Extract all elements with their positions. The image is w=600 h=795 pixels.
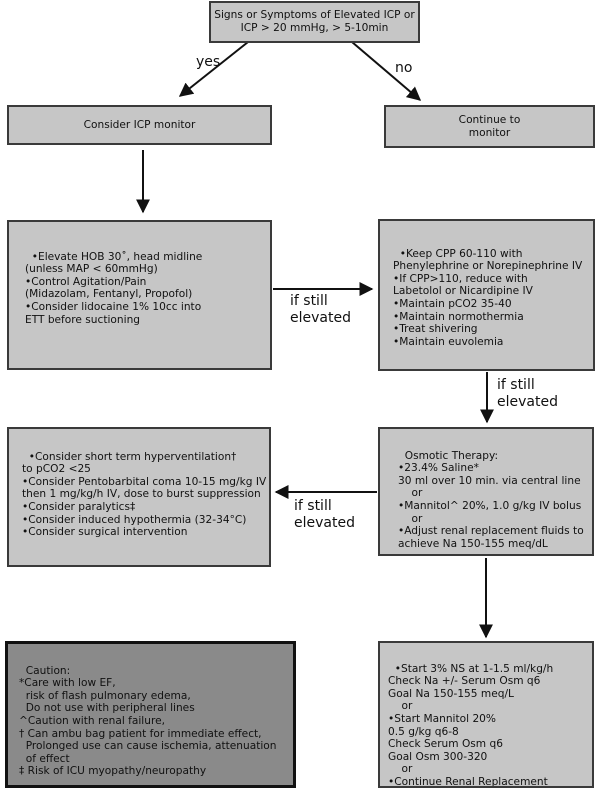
tier1-left-box: •Elevate HOB 30˚, head midline (unless M… [7,220,272,370]
if-still-elevated-label-3: if still elevated [294,498,355,531]
yes-label: yes [196,54,221,70]
maintenance-text: •Start 3% NS at 1-1.5 ml/kg/h Check Na +… [388,662,554,788]
tier1-left-text: •Elevate HOB 30˚, head midline (unless M… [25,250,203,326]
consider-icp-monitor-text: Consider ICP monitor [83,118,196,131]
maintenance-box: •Start 3% NS at 1-1.5 ml/kg/h Check Na +… [378,641,594,788]
tier1-right-box: •Keep CPP 60-110 with Phenylephrine or N… [378,219,595,371]
continue-to-monitor-text: Continue to monitor [458,113,521,139]
if-still-elevated-label-2: if still elevated [497,377,558,410]
start-box: Signs or Symptoms of Elevated ICP or ICP… [209,1,420,43]
continue-to-monitor-box: Continue to monitor [384,105,595,148]
start-text: Signs or Symptoms of Elevated ICP or ICP… [214,9,415,34]
caution-box: Caution: *Care with low EF, risk of flas… [5,641,296,788]
arrow-yes [178,41,249,97]
caution-text: Caution: *Care with low EF, risk of flas… [19,664,277,778]
consider-icp-monitor-box: Consider ICP monitor [7,105,272,145]
if-still-elevated-label-1: if still elevated [290,293,351,326]
no-label: no [395,60,413,76]
tier1-right-text: •Keep CPP 60-110 with Phenylephrine or N… [393,247,583,348]
tier3-left-box: •Consider short term hyperventilation† t… [7,427,271,567]
osmotic-therapy-text: Osmotic Therapy: •23.4% Saline* 30 ml ov… [398,449,584,550]
osmotic-therapy-box: Osmotic Therapy: •23.4% Saline* 30 ml ov… [378,427,594,556]
tier3-left-text: •Consider short term hyperventilation† t… [22,450,267,539]
arrow-no [351,41,422,101]
